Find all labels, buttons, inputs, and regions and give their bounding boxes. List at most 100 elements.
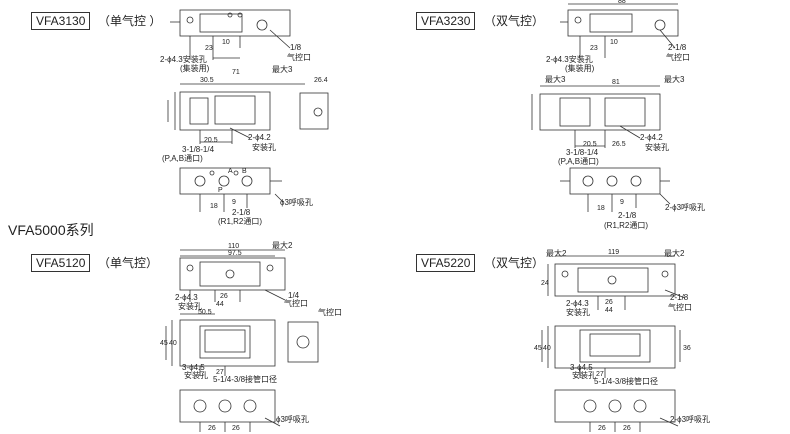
model-box-vfa5220: VFA5220 xyxy=(416,254,476,272)
vfa5120-mount-hole: 2-ϕ4.3 xyxy=(175,293,198,302)
vfa5120-pilot-side: 气控口 xyxy=(318,307,342,317)
vfa5220-dim-40: 40 xyxy=(543,345,551,352)
vfa3230-side-view xyxy=(531,85,661,148)
vfa3130-max: 最大3 xyxy=(272,64,293,74)
vfa5120-dim-27: 27 xyxy=(216,369,224,376)
vfa3130-port-p: P xyxy=(218,187,223,194)
vfa5220-mount-3-label: 安装孔 xyxy=(572,370,596,380)
vfa3130-dim-18: 18 xyxy=(210,203,218,210)
vfa5220-dim-45: 45 xyxy=(534,345,542,352)
vfa3130-top-view xyxy=(170,9,291,60)
vfa3230-port-size: 3-1/8-1/4 xyxy=(566,148,599,157)
vfa3230-mount-hole2: 2-ϕ4.2 xyxy=(640,133,663,142)
vfa3130-dim-23: 23 xyxy=(205,45,213,52)
vfa5220-breath: 2-ϕ3呼吸孔 xyxy=(670,414,710,424)
vfa5220-bottom-view xyxy=(554,389,679,432)
vfa3130-breath: ϕ3呼吸孔 xyxy=(280,197,313,207)
vfa5220-mount-hole: 2-ϕ4.3 xyxy=(566,299,589,308)
vfa3130-dim-30-5: 30.5 xyxy=(200,77,214,84)
vfa3230-mount-hole2-label: 安装孔 xyxy=(645,142,669,152)
vfa5120-dim-26b: 26 xyxy=(232,425,240,432)
vfa3130-exh-port: 2-1/8 xyxy=(232,208,251,217)
vfa3130-bottom-view xyxy=(179,167,284,212)
vfa5120-breath: ϕ3呼吸孔 xyxy=(276,414,309,424)
vfa3230-bottom-view xyxy=(560,167,671,212)
vfa3130-mount-note: (集装用) xyxy=(180,63,210,73)
vfa3230-dim-88: 88 xyxy=(618,0,626,5)
vfa5120-port-size: 5-1/4-3/8接管口径 xyxy=(213,374,277,384)
vfa3230-breath: 2-ϕ3呼吸孔 xyxy=(665,202,705,212)
vfa5220-pilot-port: 2-1/8 xyxy=(670,293,689,302)
vfa3230-mount-hole: 2-ϕ4.3安装孔 xyxy=(546,54,593,64)
vfa3130-dim-26-4: 26.4 xyxy=(314,77,328,84)
type-label-vfa5120: （单气控） xyxy=(98,256,159,270)
vfa3130-mount-hole: 2-ϕ4.3安装孔 xyxy=(160,54,207,64)
vfa3230-port-names: (P,A,B通口) xyxy=(558,156,599,166)
vfa5120-mount-3: 3-ϕ4.5 xyxy=(182,363,205,372)
vfa5120-bottom-view xyxy=(179,389,281,432)
vfa5220-dim-26b: 26 xyxy=(623,425,631,432)
vfa3130-port-b: B xyxy=(242,168,247,175)
vfa5220-mount-hole-label: 安装孔 xyxy=(566,307,590,317)
vfa5120-dim-50-5: 50.5 xyxy=(198,309,212,316)
vfa3230-mount-note: (集装用) xyxy=(565,63,595,73)
type-label-vfa3130: （单气控 ） xyxy=(98,14,162,28)
vfa5120-side-view xyxy=(165,313,319,376)
vfa3230-dim-20-5: 20.5 xyxy=(583,141,597,148)
vfa5220-dim-26a: 26 xyxy=(598,425,606,432)
vfa5220-dim-119: 119 xyxy=(608,249,619,256)
vfa3230-max-right: 最大3 xyxy=(664,74,685,84)
vfa5220-side-view xyxy=(541,325,681,378)
vfa5220-dim-24: 24 xyxy=(541,280,549,287)
series-heading: VFA5000系列 xyxy=(8,222,94,238)
vfa5120-dim-97-5: 97.5 xyxy=(228,250,242,257)
vfa3130-port-size: 3-1/8-1/4 xyxy=(182,145,215,154)
vfa3130-dim-9: 9 xyxy=(232,199,236,206)
type-label-vfa3230: （双气控） xyxy=(484,14,545,28)
vfa5120-dim-26: 26 xyxy=(220,293,228,300)
vfa3130-port-a: A xyxy=(228,168,233,175)
vfa3130-pilot-label: 气控口 xyxy=(287,52,311,62)
vfa3130-pilot-port: 1/8 xyxy=(290,43,302,52)
vfa5120-mount-3-label: 安装孔 xyxy=(184,370,208,380)
vfa3130-dim-71: 71 xyxy=(232,69,240,76)
vfa3230-top-view xyxy=(560,3,679,58)
vfa3130-mount-hole2: 2-ϕ4.2 xyxy=(248,133,271,142)
vfa3230-dim-9: 9 xyxy=(620,199,624,206)
vfa5220-port-size: 5-1/4-3/8接管口径 xyxy=(594,376,658,386)
vfa5120-dim-44: 44 xyxy=(216,301,224,308)
vfa5220-top-view xyxy=(547,255,686,310)
vfa5220-max-left: 最大2 xyxy=(546,248,567,258)
vfa5220-dim-44: 44 xyxy=(605,307,613,314)
vfa3130-dim-10: 10 xyxy=(222,39,230,46)
vfa5220-max-right: 最大2 xyxy=(664,248,685,258)
vfa3230-dim-26-5: 26.5 xyxy=(612,141,626,148)
vfa3230-max-left: 最大3 xyxy=(545,74,566,84)
vfa5220-pilot-label: 气控口 xyxy=(668,302,692,312)
type-label-vfa5220: （双气控） xyxy=(484,256,545,270)
model-box-vfa5120: VFA5120 xyxy=(31,254,91,272)
vfa3130-mount-hole2-label: 安装孔 xyxy=(252,142,276,152)
vfa5120-top-view xyxy=(179,249,286,302)
vfa3230-dim-23: 23 xyxy=(590,45,598,52)
vfa5220-mount-3: 3-ϕ4.5 xyxy=(570,363,593,372)
model-box-vfa3230: VFA3230 xyxy=(416,12,476,30)
vfa3230-pilot-label: 气控口 xyxy=(666,52,690,62)
vfa5120-dim-45: 45 xyxy=(160,340,168,347)
vfa5120-dim-40: 40 xyxy=(169,340,177,347)
vfa3230-dim-10: 10 xyxy=(610,39,618,46)
vfa3130-port-names: (P,A,B通口) xyxy=(162,153,203,163)
vfa3230-pilot-port: 2-1/8 xyxy=(668,43,687,52)
vfa5120-pilot-label: 气控口 xyxy=(284,298,308,308)
vfa3130-side-view xyxy=(167,83,329,144)
vfa5120-mount-hole-label: 安装孔 xyxy=(178,301,202,311)
vfa3130-exh-names: (R1,R2通口) xyxy=(218,216,262,226)
vfa5220-dim-27: 27 xyxy=(596,371,604,378)
vfa5120-dim-110: 110 xyxy=(228,243,239,250)
vfa3230-dim-18: 18 xyxy=(597,205,605,212)
vfa5120-pilot-port: 1/4 xyxy=(288,291,300,300)
vfa5220-dim-36: 36 xyxy=(683,345,691,352)
vfa3230-exh-names: (R1,R2通口) xyxy=(604,220,648,230)
vfa5220-dim-26: 26 xyxy=(605,299,613,306)
vfa5120-max: 最大2 xyxy=(272,240,293,250)
